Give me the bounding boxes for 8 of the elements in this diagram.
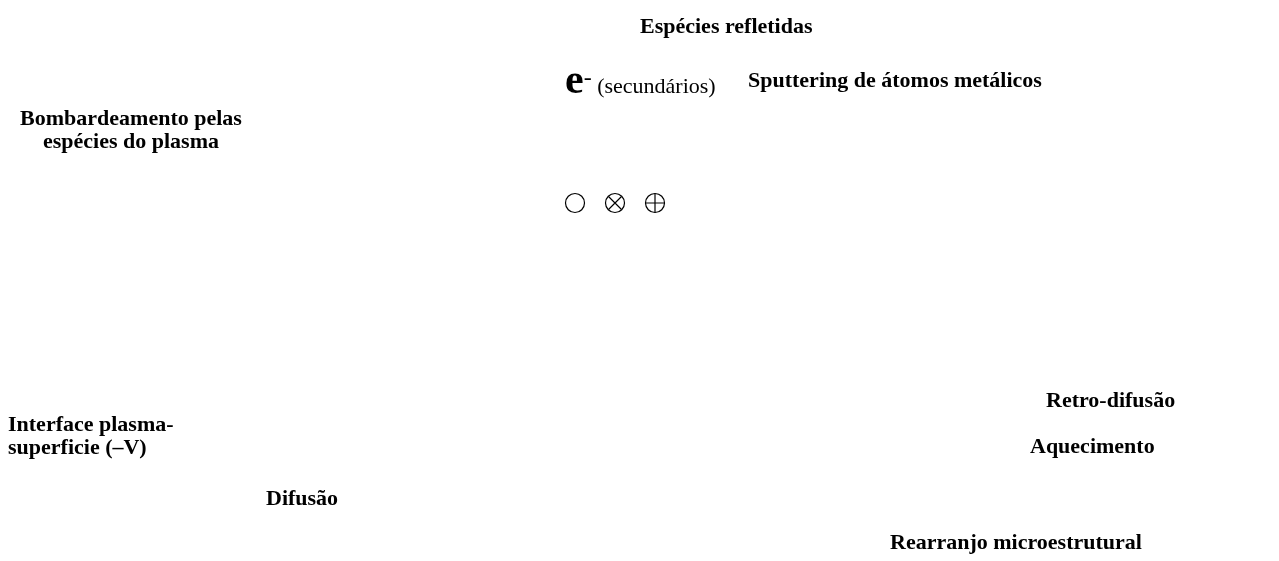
annotation-text: Sputtering de átomos metálicos	[748, 68, 1043, 91]
annotation-text: Aquecimento	[1030, 434, 1156, 457]
annotation-text: Rearranjo microestrutural	[890, 530, 1143, 553]
annotation-text: Retro-difusão	[1046, 388, 1177, 411]
annotation-text: Bombardeamento pelas espécies do plasma	[19, 106, 243, 152]
annotation-text: Interface plasma- superficie (–V)	[8, 412, 175, 458]
annotation-text: Difusão	[266, 486, 340, 509]
annotation-text: Espécies refletidas	[640, 14, 814, 37]
